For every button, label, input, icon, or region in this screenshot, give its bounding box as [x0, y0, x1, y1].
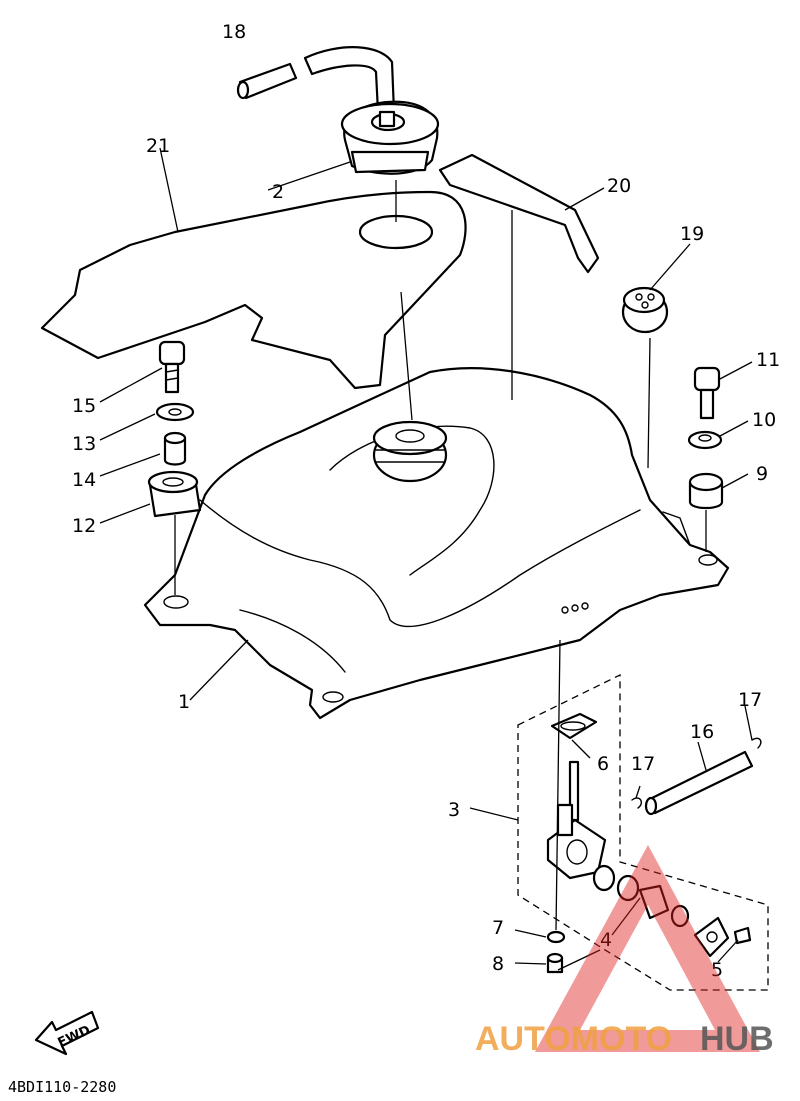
fwd-arrow: FWD: [34, 1010, 100, 1056]
callout-12: 12: [72, 515, 96, 537]
callout-14: 14: [72, 469, 96, 491]
part-21-pad: [40, 190, 467, 390]
part-4-lever-parts: [592, 864, 690, 928]
callout-10: 10: [752, 409, 776, 431]
part-6-gasket: [550, 712, 598, 740]
watermark-text-a: AUTOMOTO: [475, 1020, 672, 1058]
part-9-damper: [688, 472, 724, 510]
part-19-damper: [621, 286, 669, 334]
part-8-screw: [546, 952, 564, 974]
leader-lines: [99, 147, 753, 971]
callout-18: 18: [222, 21, 246, 43]
callout-1: 1: [178, 691, 190, 713]
part-17-clip-a: [751, 737, 762, 749]
assembly-box-3: [517, 673, 769, 991]
part-2-cap: [340, 100, 440, 175]
part-10-collar: [687, 430, 723, 450]
callout-17-b: 17: [631, 753, 655, 775]
callout-8: 8: [492, 953, 504, 975]
callout-6: 6: [597, 753, 609, 775]
callout-20: 20: [607, 175, 631, 197]
watermark-text-b: HUB: [700, 1020, 774, 1058]
callout-19: 19: [680, 223, 704, 245]
part-15-bolt: [158, 340, 186, 394]
callout-2: 2: [272, 181, 284, 203]
part-13-washer: [155, 402, 195, 422]
part-16-hose: [644, 750, 754, 816]
part-20-band: [438, 153, 600, 274]
part-7-washer: [546, 930, 566, 944]
watermark-triangle-icon: [535, 845, 760, 1052]
callout-4: 4: [600, 929, 612, 951]
part-1-fuel-tank: [143, 367, 730, 720]
part-17-clip-b: [631, 797, 642, 809]
callout-21: 21: [146, 135, 170, 157]
callout-16: 16: [690, 721, 714, 743]
part-18-hose: [236, 46, 396, 114]
callout-3: 3: [448, 799, 460, 821]
callout-11: 11: [756, 349, 780, 371]
callout-5: 5: [711, 959, 723, 981]
callout-9: 9: [756, 463, 768, 485]
callout-7: 7: [492, 917, 504, 939]
callout-15: 15: [72, 395, 96, 417]
callout-13: 13: [72, 433, 96, 455]
part-5-plate: [693, 916, 752, 958]
part-11-bolt: [693, 366, 721, 420]
part-14-collar: [163, 431, 187, 466]
part-3-fuel-cock: [546, 760, 607, 880]
part-12-damper: [147, 470, 202, 518]
watermark-logo: AUTOMOTO HUB: [475, 845, 774, 1058]
callout-17-a: 17: [738, 689, 762, 711]
diagram-code: 4BDI110-2280: [8, 1078, 116, 1096]
